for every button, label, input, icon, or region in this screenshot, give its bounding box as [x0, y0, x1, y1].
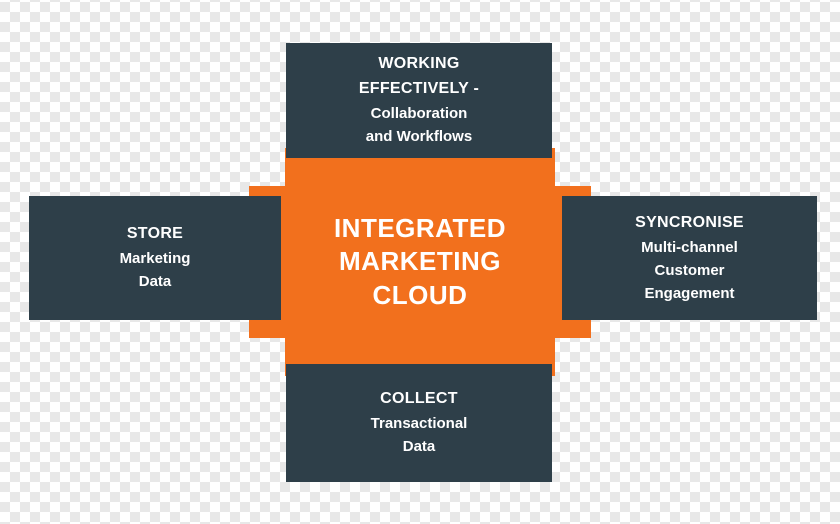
- node-left-label: STORE Marketing Data: [120, 222, 191, 293]
- node-left-sub-line-2: Data: [138, 273, 172, 291]
- node-left-title-line-1: STORE: [126, 225, 184, 243]
- node-top-sub-line-2: and Workflows: [365, 128, 473, 146]
- node-bottom-title-line-1: COLLECT: [380, 390, 458, 408]
- center-node-integrated-marketing-cloud[interactable]: INTEGRATED MARKETING CLOUD: [285, 186, 555, 338]
- node-top-title-line-2: EFFECTIVELY -: [358, 80, 480, 98]
- center-node-label: INTEGRATED MARKETING CLOUD: [334, 212, 506, 312]
- node-bottom-label: COLLECT Transactional Data: [371, 387, 468, 458]
- node-working-effectively[interactable]: WORKING EFFECTIVELY - Collaboration and …: [286, 43, 552, 158]
- center-label-line-3: CLOUD: [372, 279, 468, 310]
- node-top-title-line-1: WORKING: [378, 55, 460, 73]
- center-label-line-2: MARKETING: [339, 246, 501, 277]
- node-collect-transactional-data[interactable]: COLLECT Transactional Data: [286, 364, 552, 482]
- node-right-title-line-1: SYNCRONISE: [635, 213, 744, 231]
- center-label-line-1: INTEGRATED: [333, 213, 507, 244]
- node-left-sub-line-1: Marketing: [119, 250, 191, 268]
- node-right-sub-line-2: Customer: [654, 261, 725, 279]
- node-bottom-sub-line-2: Data: [402, 438, 436, 456]
- node-top-sub-line-1: Collaboration: [370, 105, 468, 123]
- node-right-label: SYNCRONISE Multi-channel Customer Engage…: [635, 211, 744, 306]
- node-right-sub-line-3: Engagement: [644, 285, 735, 303]
- node-bottom-sub-line-1: Transactional: [370, 415, 468, 433]
- node-store-marketing-data[interactable]: STORE Marketing Data: [29, 196, 281, 320]
- node-syncronise-multi-channel-customer-engagement[interactable]: SYNCRONISE Multi-channel Customer Engage…: [562, 196, 817, 320]
- node-right-sub-line-1: Multi-channel: [641, 238, 738, 256]
- node-top-label: WORKING EFFECTIVELY - Collaboration and …: [359, 52, 479, 148]
